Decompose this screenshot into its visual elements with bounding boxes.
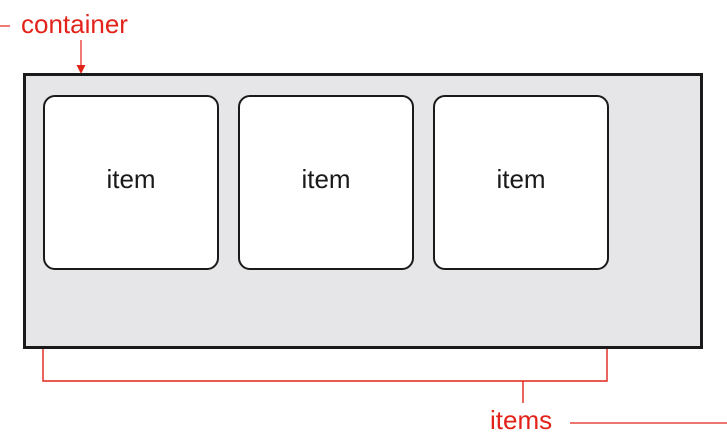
container-label: container (21, 9, 128, 39)
flex-item-3: item (433, 95, 609, 270)
flex-item-1: item (43, 95, 219, 270)
container-arrowhead (76, 65, 86, 74)
flex-item-2-label: item (301, 164, 351, 194)
items-label: items (490, 405, 553, 435)
flex-item-2: item (238, 95, 414, 270)
flex-item-3-label: item (496, 164, 546, 194)
flex-item-1-label: item (106, 164, 156, 194)
